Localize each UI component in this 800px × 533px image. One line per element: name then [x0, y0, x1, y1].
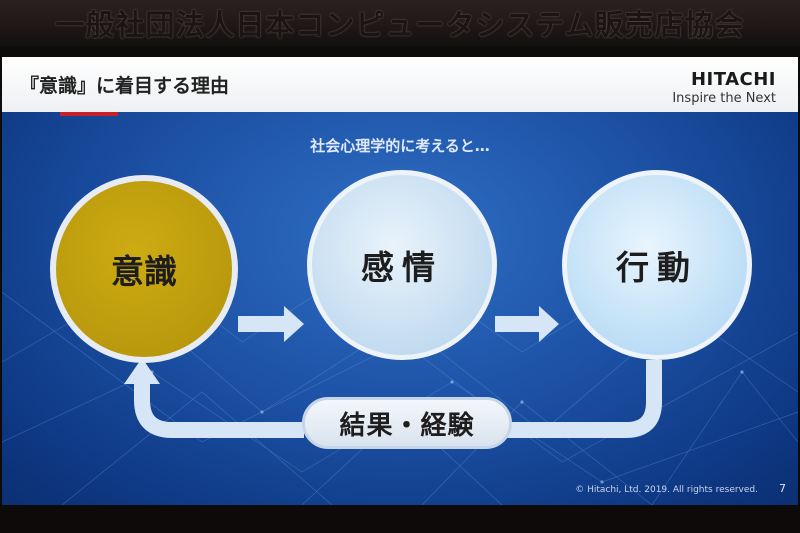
slide-title: 『意識』に着目する理由	[20, 75, 230, 97]
event-banner: 一般社団法人日本コンピュータシステム販売店協会	[0, 0, 800, 46]
stage-floor	[0, 505, 800, 533]
copyright-notice: © Hitachi, Ltd. 2019. All rights reserve…	[575, 485, 758, 495]
arrow-right-icon	[238, 306, 304, 342]
feedback-line-right	[507, 360, 662, 438]
stage-emotion: 感情	[307, 170, 497, 360]
header-accent-bar	[60, 112, 118, 116]
brand-name: HITACHI	[690, 69, 776, 90]
banner-text: 一般社団法人日本コンピュータシステム販売店協会	[55, 8, 745, 42]
slide-header: 『意識』に着目する理由 HITACHI Inspire the Next	[2, 57, 798, 112]
stage-awareness: 意識	[50, 175, 238, 363]
stage-label: 感情	[361, 248, 443, 287]
forward-arrows	[238, 306, 559, 342]
projected-slide: 『意識』に着目する理由 HITACHI Inspire the Next	[2, 57, 798, 505]
stage-label: 行動	[616, 248, 698, 287]
brand-tagline: Inspire the Next	[672, 91, 776, 106]
stage-label: 意識	[111, 252, 177, 291]
stage-action: 行動	[562, 170, 752, 360]
feedback-result-experience: 結果・経験	[302, 397, 512, 449]
feedback-label: 結果・経験	[339, 410, 475, 441]
arrow-right-icon	[495, 306, 559, 342]
hitachi-logo: HITACHI Inspire the Next	[672, 69, 776, 106]
slide-subtitle: 社会心理学的に考えると…	[310, 137, 490, 155]
feedback-line-left	[134, 382, 304, 438]
page-number: 7	[779, 482, 786, 495]
arrow-up-icon	[124, 358, 160, 384]
